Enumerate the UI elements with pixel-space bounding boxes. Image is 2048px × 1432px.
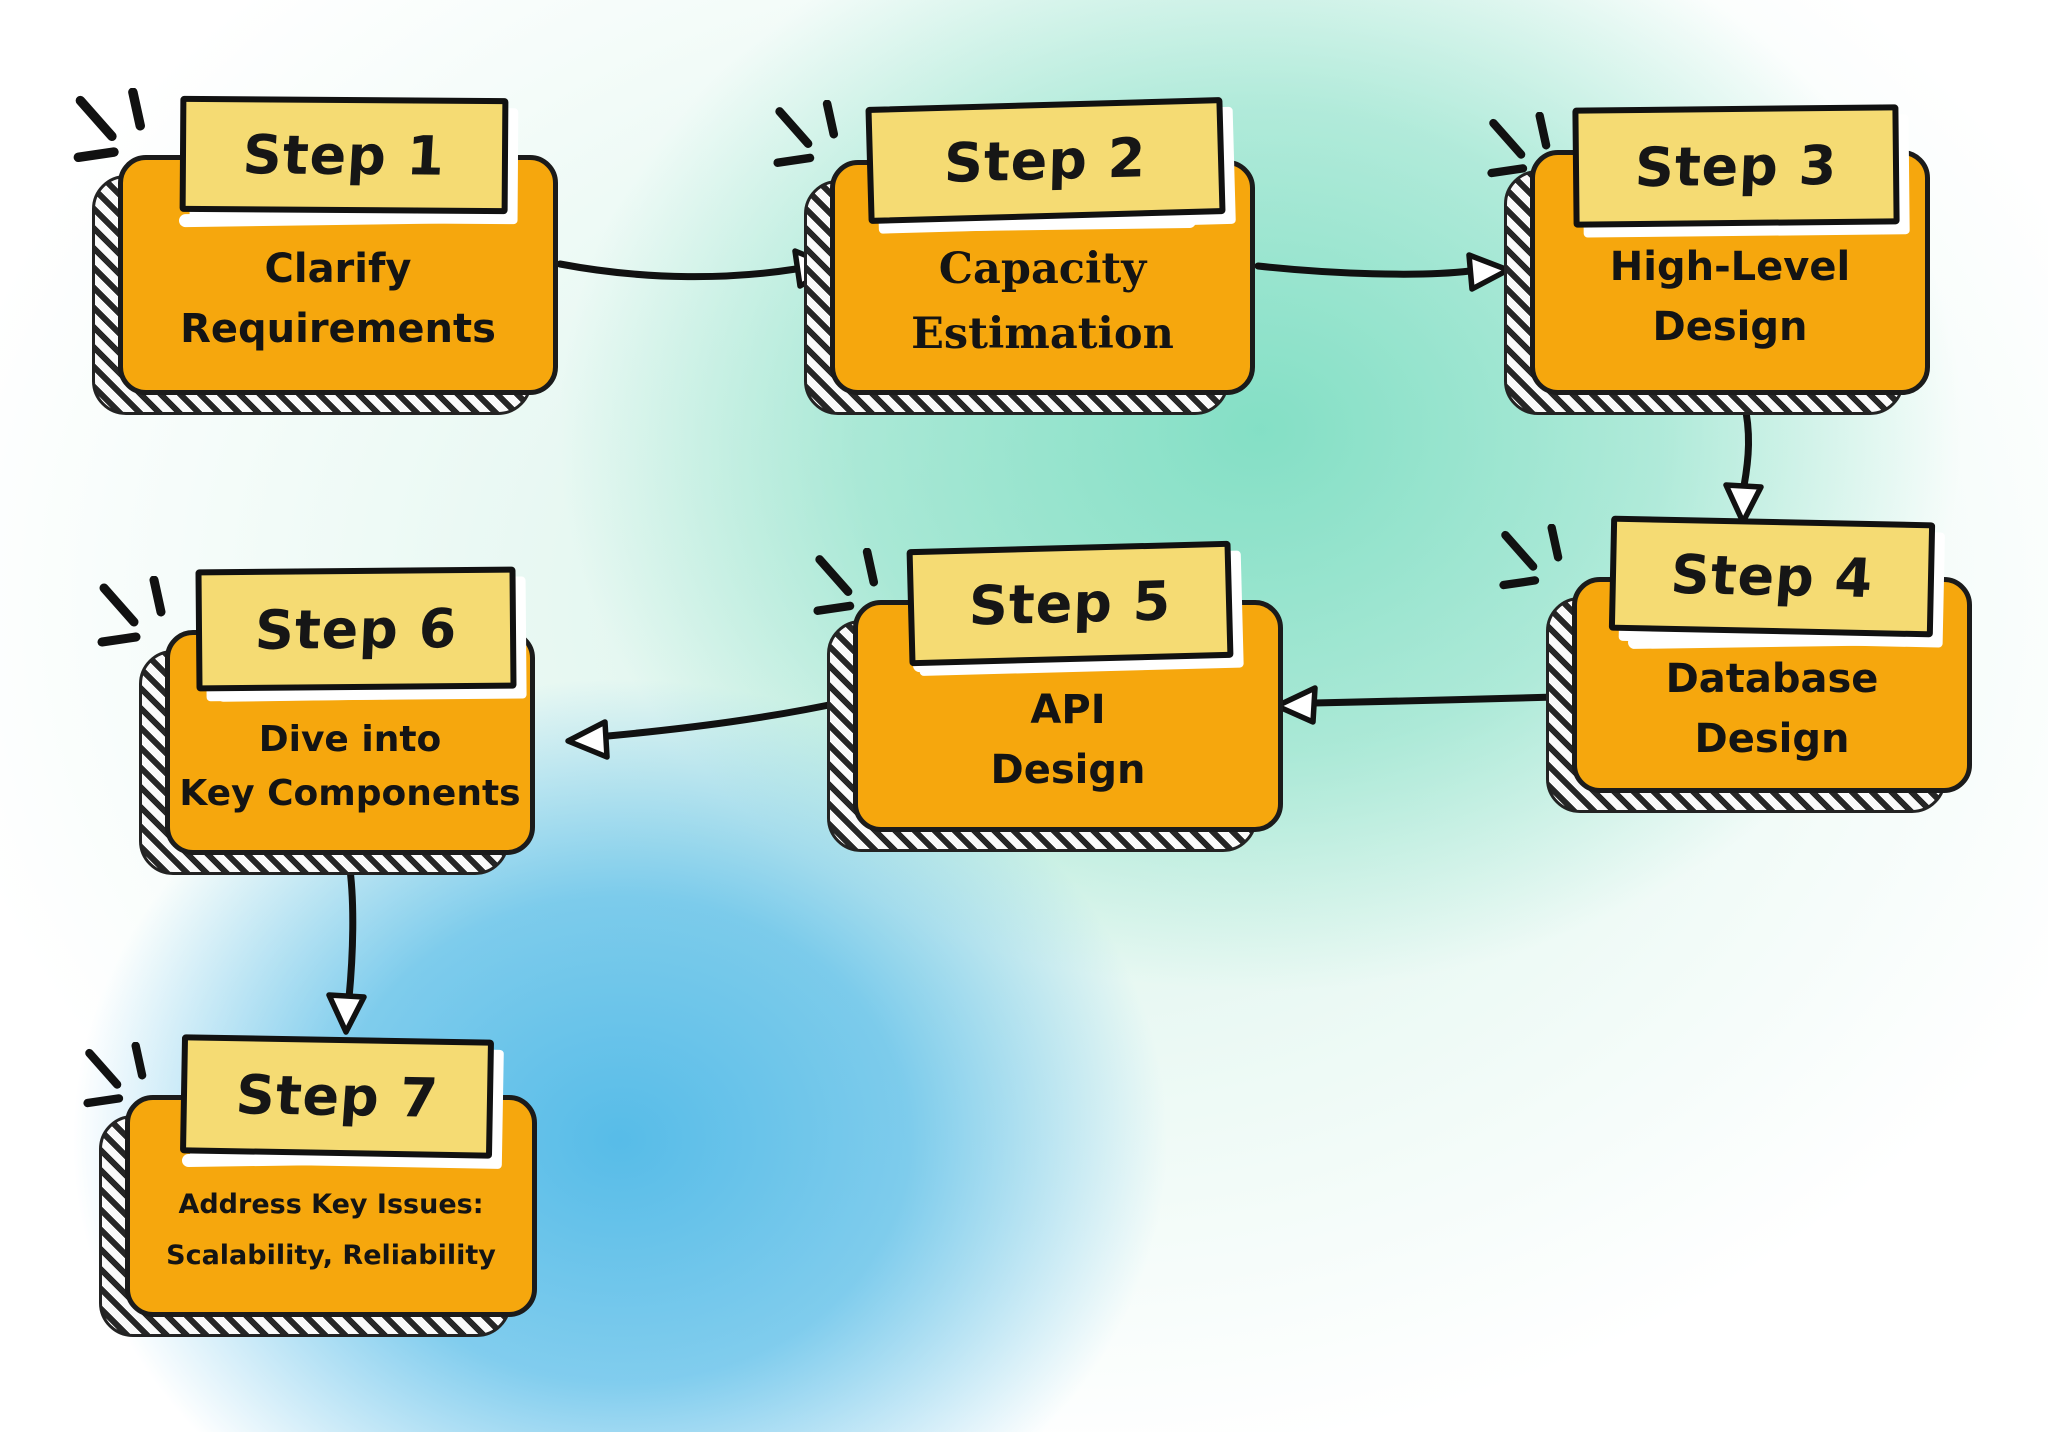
sparkle-icon <box>73 88 145 163</box>
step-tab: Step 4 <box>1608 515 1936 638</box>
arrow-step1-step2 <box>556 248 837 289</box>
sparkle-icon <box>83 1042 147 1108</box>
step-tab: Step 5 <box>906 540 1234 667</box>
arrow-step5-step6 <box>565 697 852 760</box>
arrowhead-icon <box>1466 252 1511 292</box>
step-title: Address Key Issues: Scalability, Reliabi… <box>166 1188 496 1271</box>
arrow-step2-step3 <box>1254 252 1511 292</box>
step-node-7: Address Key Issues: Scalability, Reliabi… <box>99 1034 537 1337</box>
step-title: Capacity Estimation <box>911 244 1174 359</box>
step-title: API Design <box>990 687 1146 793</box>
sparkle-icon <box>773 100 839 167</box>
arrow-step4-step5 <box>1274 685 1560 725</box>
step-tab: Step 7 <box>179 1034 495 1159</box>
step-node-6: Dive into Key Components Step 6 <box>139 566 535 875</box>
step-node-5: API Design Step 5 <box>827 540 1283 852</box>
step-node-4: Database Design Step 4 <box>1546 515 1972 813</box>
step-tab: Step 1 <box>179 95 509 215</box>
sparkle-icon <box>813 548 879 615</box>
step-title: Database Design <box>1665 656 1879 762</box>
step-title: High-Level Design <box>1609 243 1851 350</box>
step-label: Step 4 <box>1668 542 1876 611</box>
arrowhead-icon <box>1723 482 1764 525</box>
step-tab: Step 6 <box>195 566 517 692</box>
arrowhead-icon <box>326 992 367 1035</box>
step-label: Step 6 <box>253 596 459 662</box>
sparkle-icon <box>1487 112 1551 178</box>
step-label: Step 7 <box>233 1063 441 1130</box>
arrow-step6-step7 <box>326 858 367 1035</box>
step-title: Clarify Requirements <box>180 246 496 352</box>
sparkle-icon <box>97 576 166 647</box>
step-label: Step 1 <box>240 122 448 188</box>
step-node-1: Clarify Requirements Step 1 <box>92 95 558 415</box>
arrow-step3-step4 <box>1723 398 1764 525</box>
step-node-2: Capacity Estimation Step 2 <box>804 97 1255 415</box>
arrowhead-icon <box>565 719 610 760</box>
step-node-3: High-Level Design Step 3 <box>1504 104 1930 415</box>
step-label: Step 2 <box>943 126 1147 195</box>
sparkle-icon <box>1499 524 1563 590</box>
step-title: Dive into Key Components <box>179 718 521 814</box>
step-label: Step 3 <box>1633 133 1839 199</box>
step-tab: Step 2 <box>864 97 1226 224</box>
step-tab: Step 3 <box>1572 104 1900 228</box>
step-label: Step 5 <box>968 569 1172 638</box>
